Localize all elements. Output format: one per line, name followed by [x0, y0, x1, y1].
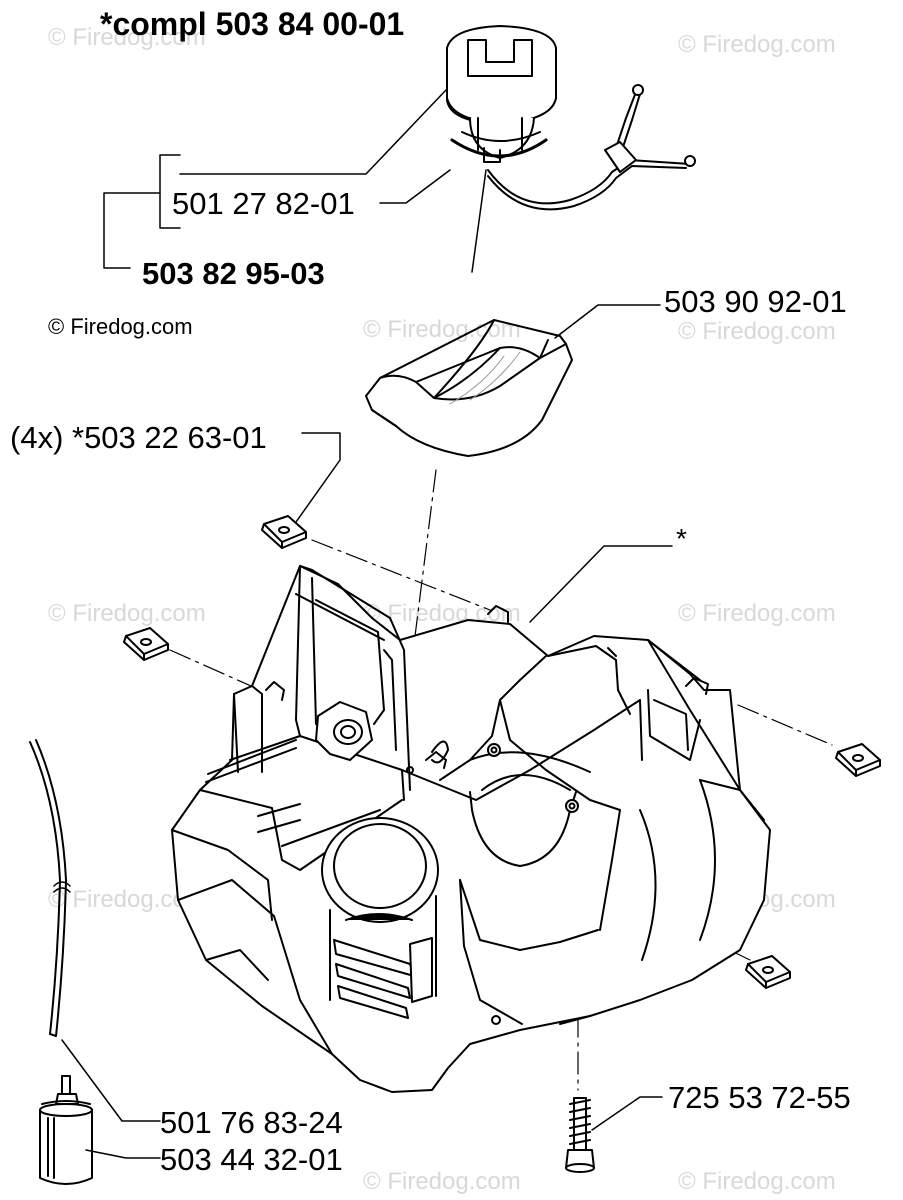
- watermark: © Firedog.com: [678, 1168, 836, 1195]
- label-tank: *: [676, 523, 687, 554]
- label-assembly: *compl 503 84 00-01: [100, 6, 405, 42]
- label-hose: 501 76 83-24: [160, 1105, 343, 1140]
- label-screw: 725 53 72-55: [668, 1080, 851, 1115]
- label-cap-seal: 501 27 82-01: [172, 186, 355, 221]
- cap-strap: [487, 84, 696, 211]
- label-filter: 503 44 32-01: [160, 1142, 343, 1177]
- label-nut: (4x) *503 22 63-01: [10, 420, 267, 455]
- fuel-filter: [39, 1075, 93, 1185]
- watermark: © Firedog.com: [678, 318, 836, 345]
- watermark-dark: © Firedog.com: [48, 314, 193, 339]
- fuel-cap: [446, 25, 557, 163]
- label-shield: 503 90 92-01: [664, 284, 847, 319]
- fuel-hose: [29, 739, 71, 1037]
- heat-shield: [365, 319, 573, 457]
- clip-nuts: [123, 515, 881, 989]
- cap-bracket: [103, 89, 451, 269]
- bottom-leaders: [61, 1039, 663, 1159]
- watermark: © Firedog.com: [678, 600, 836, 627]
- fuel-tank: [171, 565, 771, 1093]
- watermark: © Firedog.com: [678, 31, 836, 58]
- screw: [565, 1097, 595, 1173]
- watermark: © Firedog.com: [363, 316, 521, 343]
- label-cap-kit: 503 82 95-03: [142, 256, 325, 291]
- watermark: © Firedog.com: [48, 24, 206, 51]
- watermark: © Firedog.com: [363, 600, 521, 627]
- watermark: © Firedog.com: [48, 600, 206, 627]
- watermark: © Firedog.com: [363, 1168, 521, 1195]
